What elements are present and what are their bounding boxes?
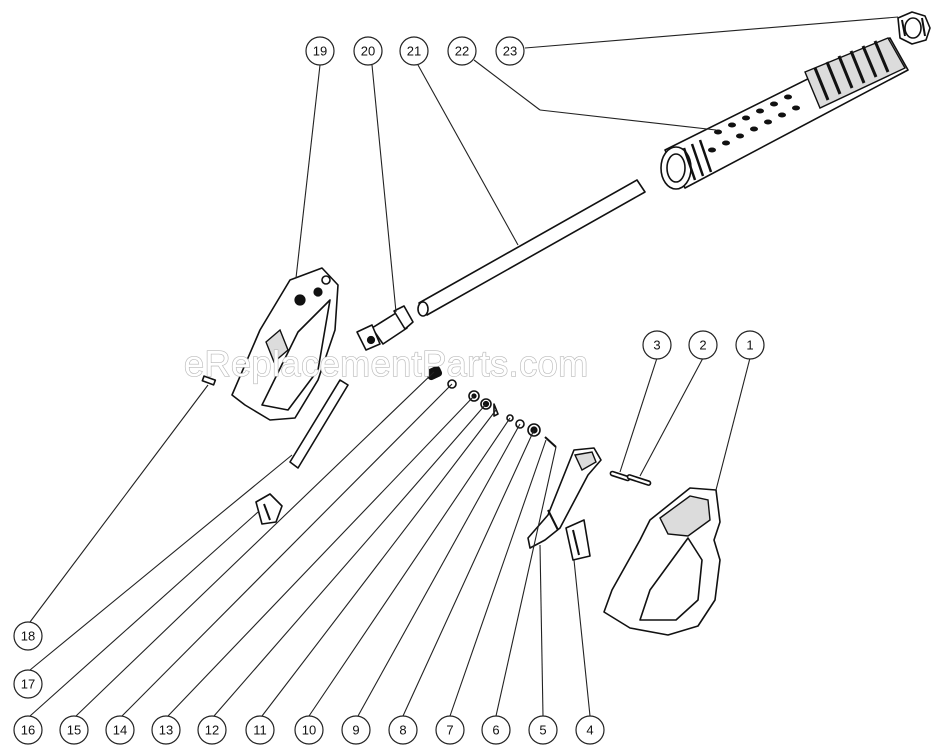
callout-label: 21 [407,44,421,59]
part-16-block [255,493,283,525]
callout-5: 5 [528,715,558,745]
leader-6 [495,446,557,717]
callout-10: 10 [294,715,324,745]
leader-22 [473,59,541,111]
callout-label: 17 [21,677,35,692]
leader-14 [121,383,453,717]
watermark: eReplacementParts.com [184,343,589,384]
callout-6: 6 [481,715,511,745]
callout-label: 23 [503,44,517,59]
leader-19 [295,64,321,279]
callout-14: 14 [105,715,135,745]
callout-label: 3 [653,338,660,353]
callout-15: 15 [59,715,89,745]
callout-1: 1 [735,330,765,360]
callout-4: 4 [575,715,605,745]
leader-11 [261,409,497,717]
leader-21 [417,64,519,246]
callout-label: 1 [746,338,753,353]
leader-4 [573,559,591,717]
callout-21: 21 [399,36,429,66]
part-2-pin [626,474,652,486]
callout-label: 9 [352,723,359,738]
callout-19: 19 [305,36,335,66]
callout-17: 17 [13,669,43,699]
callout-label: 4 [586,723,593,738]
callout-13: 13 [151,715,181,745]
callouts: 19 20 21 22 23 3 2 1 18 17 16 15 14 13 1… [13,36,765,745]
callout-label: 8 [399,723,406,738]
leader-18 [29,384,209,623]
part-22-lance-grip [660,37,909,190]
leader-3 [619,357,658,473]
leader-9 [357,423,521,717]
leader-16 [29,511,259,717]
callout-8: 8 [388,715,418,745]
leader-lines [29,16,899,717]
callout-label: 6 [492,723,499,738]
callout-18: 18 [13,621,43,651]
callout-label: 5 [539,723,546,738]
leader-5 [539,544,544,717]
callout-22: 22 [447,36,477,66]
leader-17 [29,454,293,671]
callout-3: 3 [642,330,672,360]
callout-label: 13 [159,723,173,738]
callout-9: 9 [341,715,371,745]
callout-label: 16 [21,723,35,738]
callout-label: 22 [455,44,469,59]
part-23-nut [897,11,931,45]
parts-drawing [201,11,931,636]
callout-label: 15 [67,723,81,738]
callout-7: 7 [435,715,465,745]
callout-20: 20 [353,36,383,66]
callout-23: 23 [495,36,525,66]
part-1-housing-half [603,487,721,636]
callout-label: 20 [361,44,375,59]
leader-23 [524,16,899,49]
callout-2: 2 [688,330,718,360]
leader-22b [539,109,717,131]
callout-label: 7 [446,723,453,738]
leader-1 [715,357,751,491]
callout-label: 11 [253,723,267,738]
leader-7 [449,439,547,717]
leader-20 [371,64,397,313]
part-18-pin [201,375,217,386]
callout-label: 18 [21,629,35,644]
callout-11: 11 [245,715,275,745]
part-20-fitting [356,305,414,351]
callout-label: 12 [205,723,219,738]
callout-label: 2 [699,338,706,353]
leader-15 [75,371,435,717]
part-21-rod [417,179,646,317]
callout-16: 16 [13,715,43,745]
leader-8 [402,429,535,717]
callout-label: 10 [302,723,316,738]
leader-13 [167,395,475,717]
part-17-tube [289,379,349,469]
leader-12 [213,403,487,717]
callout-12: 12 [197,715,227,745]
callout-label: 19 [313,44,327,59]
leader-10 [308,417,511,717]
part-5-trigger [527,447,602,549]
part-19-housing-half [231,267,339,421]
leader-2 [639,357,704,477]
part-4-latch [565,519,591,561]
callout-label: 14 [113,723,127,738]
